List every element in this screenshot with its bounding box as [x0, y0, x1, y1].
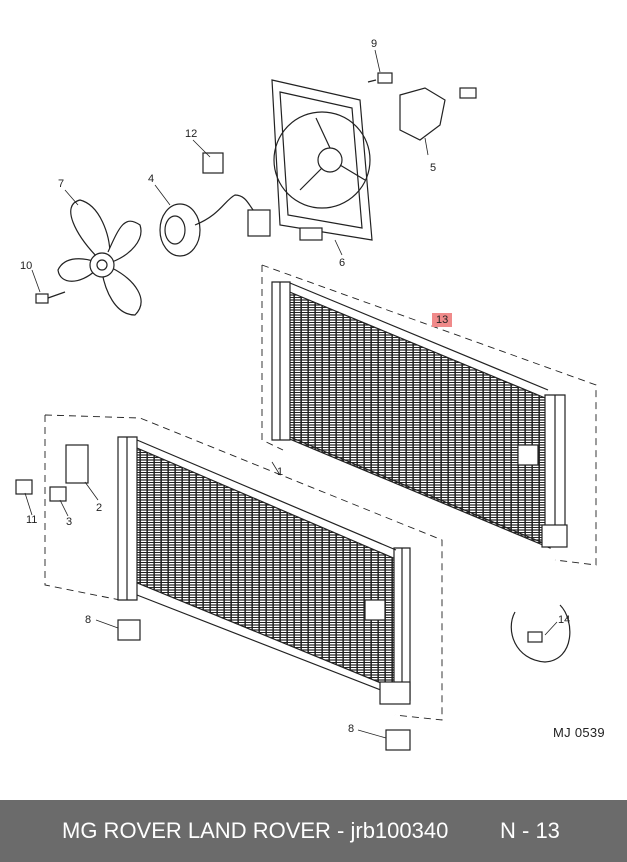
callout-8a: 8 — [85, 614, 92, 626]
callout-8b: 8 — [348, 723, 355, 735]
boundary-upper-2 — [261, 264, 597, 566]
nut-3 — [49, 486, 67, 502]
boundary-lower — [44, 415, 121, 601]
callout-5: 5 — [430, 162, 437, 174]
footer-page: N - 13 — [500, 818, 560, 843]
callout-7: 7 — [58, 178, 65, 190]
diagram-code: MJ 0539 — [553, 725, 605, 740]
fan-motor — [159, 194, 271, 257]
grommet-8a — [117, 619, 141, 641]
bolt-9 — [367, 72, 393, 84]
condenser-upper — [271, 281, 568, 549]
footer-bar: MG ROVER LAND ROVER - jrb100340 N - 13 — [0, 800, 627, 862]
callout-1: 1 — [277, 466, 284, 478]
callout-6: 6 — [339, 257, 346, 269]
leader-lines — [24, 49, 558, 739]
callout-10: 10 — [20, 260, 33, 272]
exploded-view-drawing — [15, 49, 597, 751]
nut-11 — [15, 479, 33, 495]
boundary-upper — [261, 265, 284, 451]
callout-12: 12 — [185, 128, 198, 140]
callout-9: 9 — [371, 38, 378, 50]
callout-4: 4 — [148, 173, 155, 185]
bolt-10 — [35, 291, 66, 304]
detail-14 — [510, 604, 571, 663]
bracket-5 — [399, 87, 477, 141]
mount-2 — [65, 444, 89, 484]
fan-blade — [57, 199, 142, 316]
clip-12 — [202, 152, 224, 174]
callout-14: 14 — [558, 614, 571, 626]
callout-13-highlight: 13 — [432, 313, 453, 327]
callout-2: 2 — [96, 502, 103, 514]
parts-diagram: 9 5 6 12 4 7 10 13 1 2 3 11 8 14 8 MJ 05… — [15, 38, 605, 751]
condenser-lower — [117, 436, 411, 705]
boundary-lower-2 — [44, 414, 443, 721]
callout-13: 13 — [432, 313, 453, 327]
callout-3: 3 — [66, 516, 73, 528]
fan-shroud — [271, 79, 373, 241]
callout-11: 11 — [26, 514, 38, 526]
footer-title: MG ROVER LAND ROVER - jrb100340 — [62, 818, 449, 843]
grommet-8b — [385, 729, 411, 751]
